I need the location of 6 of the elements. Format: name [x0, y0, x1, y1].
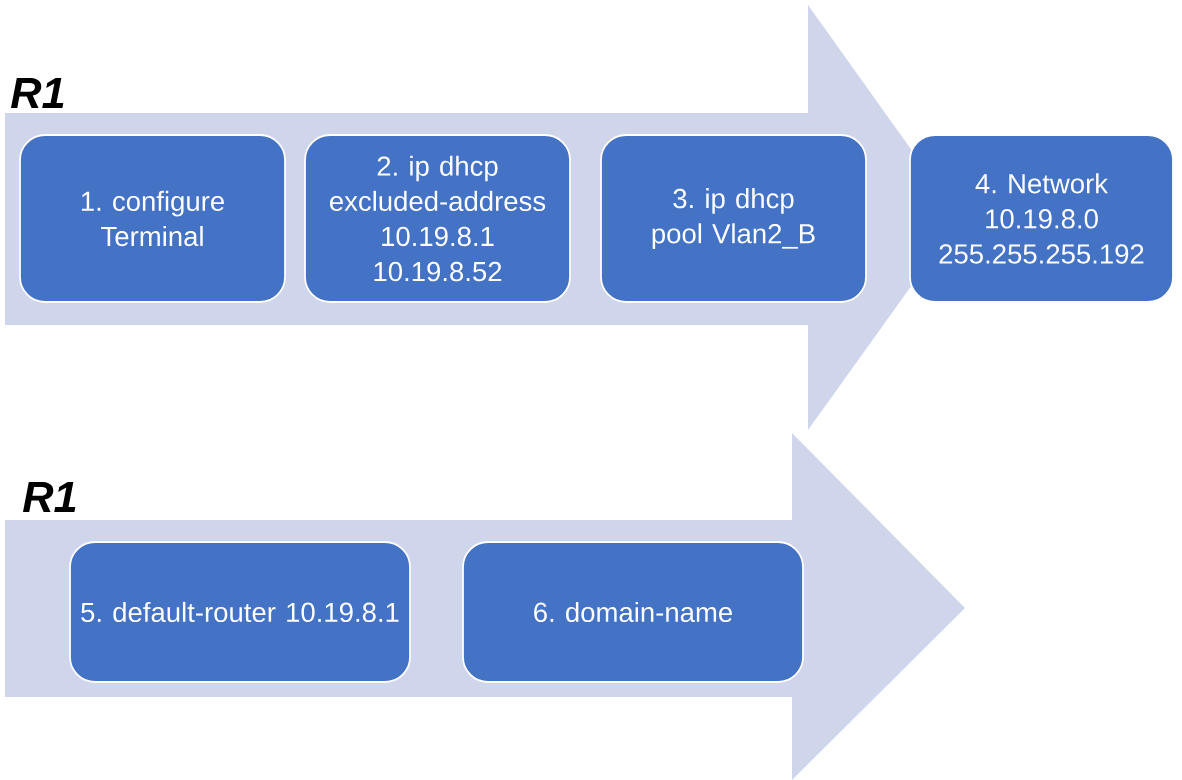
step-box: 4. Network 10.19.8.0 255.255.255.192: [909, 134, 1174, 303]
step-box: 5. default-router 10.19.8.1: [69, 541, 411, 683]
step-box: 3. ip dhcp pool Vlan2_B: [600, 134, 867, 303]
step-box: 1. configure Terminal: [19, 134, 286, 303]
step-box: 6. domain-name: [462, 541, 804, 683]
step-box: 2. ip dhcp excluded-address 10.19.8.1 10.19.8.52: [304, 134, 571, 303]
